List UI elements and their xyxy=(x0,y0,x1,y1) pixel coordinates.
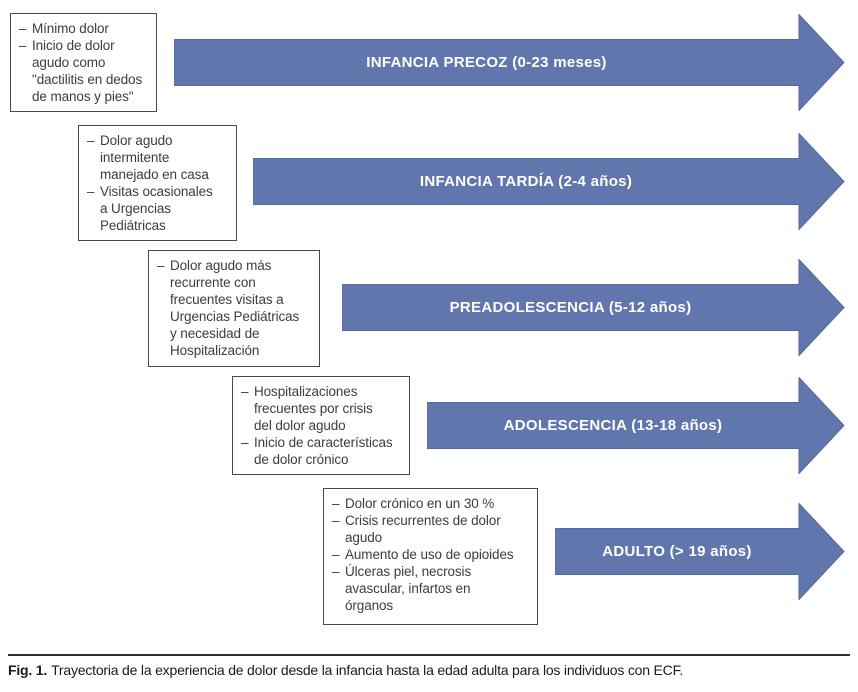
bullet-text: Dolor agudo intermitente manejado en cas… xyxy=(100,133,209,182)
arrow-shape xyxy=(427,377,845,474)
caption-divider xyxy=(8,654,850,656)
bullet-text: Aumento de uso de opioides xyxy=(345,547,514,562)
bullet-dash: – xyxy=(87,133,95,148)
info-box-adolescencia: – Hospitalizaciones frecuentes por crisi… xyxy=(232,376,410,475)
info-box-adulto: – Dolor crónico en un 30 % – Crisis recu… xyxy=(323,488,538,625)
bullet-item: – Aumento de uso de opioides xyxy=(332,546,531,563)
figure-caption-label: Fig. 1. xyxy=(8,662,48,678)
bullet-item: – Visitas ocasionales a Urgencias Pediát… xyxy=(87,183,230,234)
info-box-infancia-precoz: – Mínimo dolor – Inicio de dolor agudo c… xyxy=(10,13,157,112)
bullet-item: – Dolor agudo más recurrente con frecuen… xyxy=(157,257,313,359)
bullet-text: Crisis recurrentes de dolor agudo xyxy=(345,513,501,545)
bullet-item: – Inicio de dolor agudo como "dactilitis… xyxy=(19,37,150,105)
bullet-item: – Crisis recurrentes de dolor agudo xyxy=(332,512,531,546)
stage-arrow-infancia-precoz xyxy=(174,14,845,111)
info-box-infancia-tardia: – Dolor agudo intermitente manejado en c… xyxy=(78,125,237,241)
stage-arrow-preadolescencia xyxy=(342,259,845,356)
bullet-dash: – xyxy=(241,384,249,399)
figure-caption-text: Trayectoria de la experiencia de dolor d… xyxy=(51,662,684,678)
stage-arrow-infancia-tardia xyxy=(253,133,845,230)
arrow-shape xyxy=(342,259,845,356)
bullet-text: Mínimo dolor xyxy=(32,21,109,36)
bullet-item: – Dolor agudo intermitente manejado en c… xyxy=(87,132,230,183)
bullet-dash: – xyxy=(87,184,95,199)
stage-arrow-adulto xyxy=(555,503,845,600)
bullet-dash: – xyxy=(332,547,340,562)
arrow-shape xyxy=(174,14,845,111)
bullet-item: – Úlceras piel, necrosis avascular, infa… xyxy=(332,563,531,614)
bullet-dash: – xyxy=(19,21,27,36)
bullet-text: Visitas ocasionales a Urgencias Pediátri… xyxy=(100,184,213,233)
bullet-text: Dolor crónico en un 30 % xyxy=(345,496,495,511)
bullet-item: – Hospitalizaciones frecuentes por crisi… xyxy=(241,383,403,434)
bullet-text: Úlceras piel, necrosis avascular, infart… xyxy=(345,564,472,613)
bullet-text: Dolor agudo más recurrente con frecuente… xyxy=(170,258,300,358)
bullet-item: – Mínimo dolor xyxy=(19,20,150,37)
info-box-preadolescencia: – Dolor agudo más recurrente con frecuen… xyxy=(148,250,320,367)
bullet-item: – Inicio de características de dolor cró… xyxy=(241,434,403,468)
figure-caption: Fig. 1.Trayectoria de la experiencia de … xyxy=(8,662,850,678)
bullet-dash: – xyxy=(19,38,27,53)
arrow-shape xyxy=(555,503,845,600)
arrow-shape xyxy=(253,133,845,230)
bullet-text: Inicio de características de dolor cróni… xyxy=(254,435,393,467)
bullet-dash: – xyxy=(332,496,340,511)
bullet-text: Inicio de dolor agudo como "dactilitis e… xyxy=(32,38,143,104)
bullet-dash: – xyxy=(332,564,340,579)
bullet-item: – Dolor crónico en un 30 % xyxy=(332,495,531,512)
bullet-dash: – xyxy=(157,258,165,273)
bullet-dash: – xyxy=(241,435,249,450)
stage-arrow-adolescencia xyxy=(427,377,845,474)
bullet-text: Hospitalizaciones frecuentes por crisis … xyxy=(254,384,373,433)
bullet-dash: – xyxy=(332,513,340,528)
